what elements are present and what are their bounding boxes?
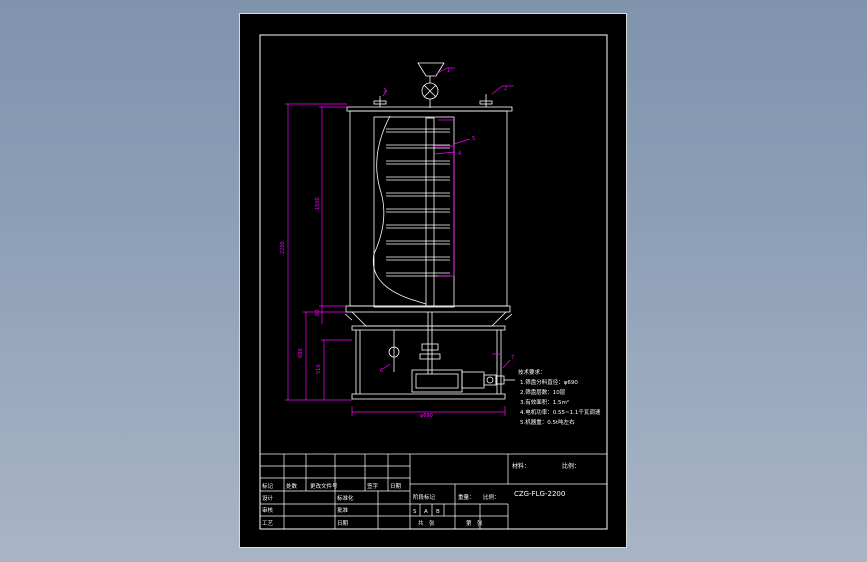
svg-text:3: 3 — [383, 88, 386, 94]
svg-text:4: 4 — [458, 151, 461, 157]
header-cell: 处数 — [286, 482, 298, 490]
svg-text:7: 7 — [511, 355, 514, 361]
sheet-number: 第 张 — [466, 519, 483, 527]
role-label: 日期 — [337, 520, 349, 527]
dimension-labels: 2200 1500 680 510 80 φ690 1 2 3 4 5 6 7 — [280, 68, 514, 419]
header-cell: 签字 — [367, 482, 379, 490]
stage-mark: A — [424, 509, 428, 515]
svg-text:φ690: φ690 — [420, 413, 433, 419]
header-cell: 标记 — [262, 482, 274, 490]
svg-text:6: 6 — [380, 368, 383, 374]
tech-req-title: 技术要求： — [518, 368, 546, 376]
svg-text:5: 5 — [472, 136, 475, 142]
scale-label: 比例： — [562, 462, 580, 470]
role-label: 批准 — [337, 506, 349, 514]
machine-assembly — [344, 62, 515, 400]
tech-requirements: 技术要求： 1.筛盘分料直径：φ690 2.筛盘层数：10层 3.有效面积：1.… — [518, 368, 601, 426]
svg-text:680: 680 — [298, 348, 304, 358]
drawing-sheet: 2200 1500 680 510 80 φ690 1 2 3 4 5 6 7 … — [239, 13, 627, 548]
role-label: 工艺 — [262, 520, 274, 527]
role-label: 审核 — [262, 506, 274, 514]
svg-text:2: 2 — [504, 86, 507, 92]
role-label: 标准化 — [337, 494, 354, 502]
header-cell: 日期 — [390, 483, 402, 490]
tech-req-item: 2.筛盘层数：10层 — [520, 388, 566, 396]
title-block — [259, 453, 608, 530]
svg-text:510: 510 — [316, 364, 322, 374]
dimension-lines — [285, 67, 514, 416]
svg-text:1: 1 — [447, 68, 450, 74]
mark-label: 阶段标记 — [413, 493, 436, 501]
svg-text:1500: 1500 — [315, 197, 321, 210]
drawing-number: CZG-FLG-2200 — [514, 490, 565, 498]
svg-text:80: 80 — [315, 310, 321, 316]
role-label: 设计 — [262, 494, 274, 502]
stage-mark: S — [413, 509, 417, 515]
svg-text:2200: 2200 — [280, 241, 286, 254]
scale-label-2: 比例： — [483, 493, 500, 501]
tech-req-item: 3.有效面积：1.5m² — [520, 398, 569, 406]
tech-req-item: 5.机器重：0.5t吨左右 — [520, 418, 575, 426]
tech-req-item: 4.电机功率：0.55~1.1千瓦调速 — [520, 408, 601, 416]
drawing-canvas: 2200 1500 680 510 80 φ690 1 2 3 4 5 6 7 … — [259, 34, 608, 530]
tech-req-item: 1.筛盘分料直径：φ690 — [520, 378, 578, 386]
stage-mark: B — [436, 509, 440, 515]
drawing-frame — [259, 34, 608, 530]
material-label: 材料： — [512, 462, 530, 470]
title-block-text: 标记 处数 更改文件号 签字 日期 设计 审核 工艺 标准化 批准 日期 材料：… — [262, 462, 580, 527]
weight-label: 重量： — [458, 493, 475, 501]
header-cell: 更改文件号 — [310, 482, 338, 490]
sheets-count: 共 张 — [418, 519, 435, 527]
